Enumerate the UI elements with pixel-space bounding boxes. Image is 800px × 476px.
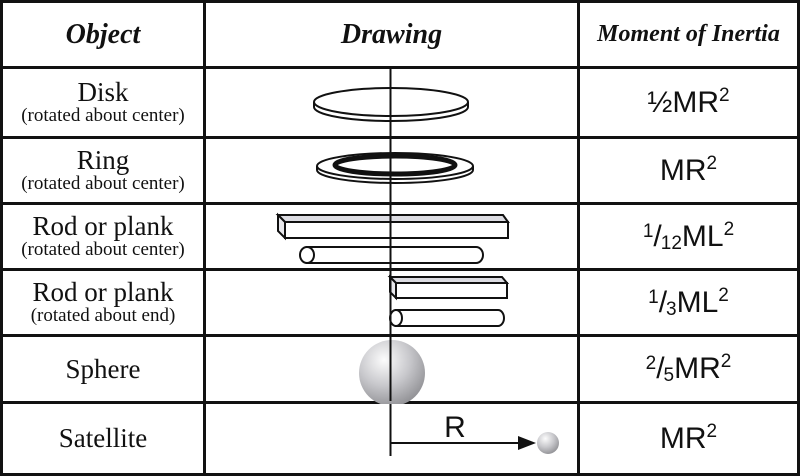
object-cell-rod-center: Rod or plank (rotated about center) [3,205,203,268]
formula-numerator: 2 [645,353,657,374]
formula-base: ML [681,219,724,253]
column-header-inertia: Moment of Inertia [597,21,780,47]
header-cell-object: Object [3,3,203,66]
formula-exponent: 2 [723,218,735,240]
inertia-cell-rod-end: 1/3ML2 [580,271,797,334]
inertia-formula: MR2 [659,420,718,456]
plank-top-face [275,214,510,223]
plank-rod-end-drawing [387,271,510,334]
sphere-axis-drawing [359,337,425,406]
object-label: Rod or plank [32,210,174,241]
sphere-shape [359,340,425,406]
formula-denominator: 5 [663,365,675,386]
object-label: Rod or plank [32,276,174,307]
drawing-cell-rod-center [206,205,577,268]
object-label: Satellite [58,423,148,454]
formula-numerator: 1 [642,220,654,242]
drawing-cell-sphere [206,337,577,406]
formula-exponent: 2 [718,284,729,306]
column-header-object: Object [65,18,141,50]
inertia-formula: MR2 [659,152,718,188]
object-note: (rotated about center) [21,105,185,127]
formula-base: MR [659,421,707,455]
formula-base: MR [672,85,720,119]
disk-axis-drawing [313,69,469,136]
radius-arrowhead [518,436,536,450]
formula-denominator: 3 [666,298,677,320]
drawing-cell-satellite: R [206,404,577,473]
formula-exponent: 2 [719,84,730,106]
inertia-formula: 2/5MR2 [645,351,732,386]
column-header-drawing: Drawing [340,18,443,50]
drawing-cell-ring [206,139,577,202]
formula-slash: / [656,352,664,385]
ring-inner-edge [332,153,458,177]
formula-base: MR [674,352,721,385]
formula-exponent: 2 [720,351,732,372]
inertia-formula: ½MR2 [647,84,730,120]
formula-exponent: 2 [706,152,718,174]
rod-end-cap [299,246,315,264]
object-cell-disk: Disk (rotated about center) [3,69,203,136]
formula-base: MR [659,153,707,187]
object-note: (rotated about center) [21,173,185,195]
object-label: Sphere [65,353,141,384]
inertia-cell-rod-center: 1/12ML2 [580,205,797,268]
satellite-radius-drawing: R [389,404,559,456]
object-label: Disk [77,76,129,107]
rod-body [395,309,505,327]
formula-slash: / [658,285,667,319]
inertia-cell-ring: MR2 [580,139,797,202]
inertia-cell-sphere: 2/5MR2 [580,337,797,401]
object-cell-rod-end: Rod or plank (rotated about end) [3,271,203,334]
object-cell-sphere: Sphere [3,337,203,401]
formula-base: ML [676,285,719,319]
header-cell-drawing: Drawing [206,3,577,66]
object-cell-ring: Ring (rotated about center) [3,139,203,202]
inertia-cell-satellite: MR2 [580,404,797,473]
formula-slash: / [653,219,661,253]
object-note: (rotated about center) [21,239,185,261]
formula-denominator: 12 [660,232,682,254]
satellite-sphere [537,432,559,454]
radius-label: R [444,411,466,444]
formula-numerator: 1 [648,286,659,308]
header-cell-inertia: Moment of Inertia [580,3,797,66]
object-note: (rotated about end) [30,305,176,327]
ring-axis-drawing [316,139,474,202]
object-cell-satellite: Satellite [3,404,203,473]
drawing-cell-disk [206,69,577,136]
object-label: Ring [76,144,130,175]
plank-rod-center-drawing [275,205,510,268]
inertia-formula: 1/12ML2 [642,218,735,254]
rod-end-cap [389,309,403,327]
formula-fraction-glyph: ½ [647,85,673,119]
inertia-formula: 1/3ML2 [648,284,729,320]
plank-front-face [395,282,508,299]
plank-front-face [284,221,509,239]
drawing-cell-rod-end [206,271,577,334]
formula-exponent: 2 [706,420,718,442]
inertia-cell-disk: ½MR2 [580,69,797,136]
rod-body [306,246,484,264]
